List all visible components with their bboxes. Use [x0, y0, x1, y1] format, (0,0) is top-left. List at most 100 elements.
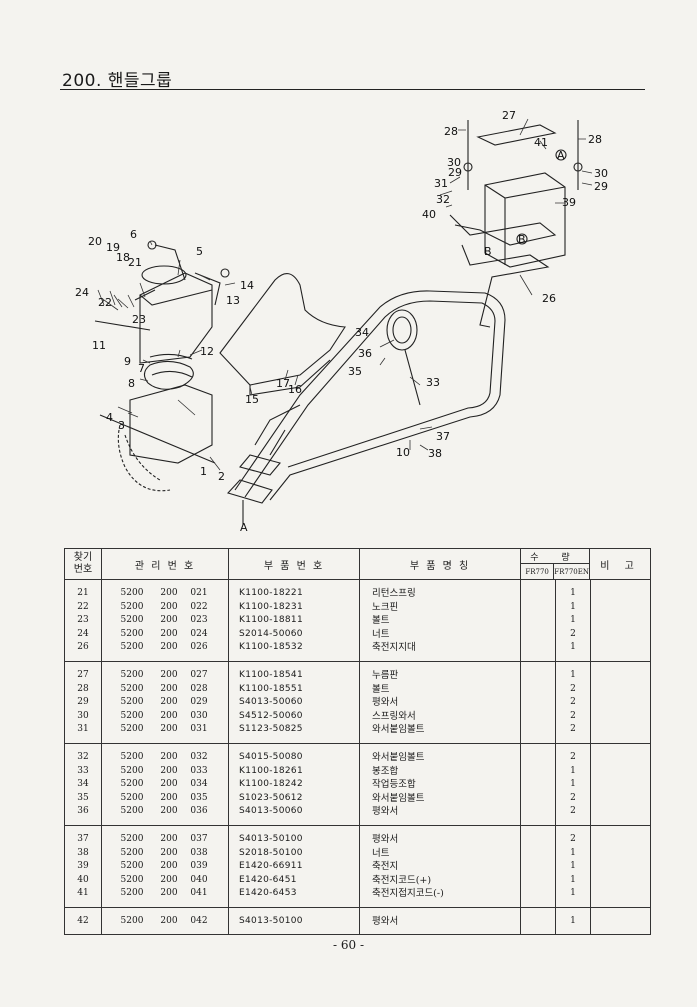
cell-part-no: S4015-50080	[239, 751, 303, 762]
cell-part-name: 봉조합	[372, 765, 399, 777]
cell-mgmt-prefix: 5200	[120, 697, 144, 708]
callout-29-left: 29	[448, 166, 462, 179]
cell-qty-fr770en: 1	[570, 588, 576, 598]
cell-qty-fr770	[521, 587, 555, 601]
cell-mgmt-item: 029	[190, 697, 208, 708]
cell-mgmt-item: 023	[190, 615, 208, 626]
cell-mgmt-group: 200	[160, 724, 178, 735]
cell-part-name: 평와서	[372, 697, 399, 709]
cell-remarks	[591, 860, 650, 874]
cell-part-no: K1100-18811	[239, 615, 303, 626]
cell-mgmt-group: 200	[160, 601, 178, 612]
cell-qty-fr770en: 2	[570, 833, 576, 844]
cell-remarks	[591, 765, 650, 779]
cell-mgmt-prefix: 5200	[120, 628, 144, 639]
callout-5: 5	[196, 245, 203, 258]
page-title: 200. 핸들그룹	[62, 71, 173, 91]
cell-mgmt-prefix: 5200	[120, 683, 144, 694]
cell-ref-no: 28	[77, 683, 89, 694]
cell-part-name: 작업등조합	[372, 779, 416, 791]
title-rule	[60, 89, 645, 90]
cell-part-no: K1100-18261	[239, 765, 303, 776]
cell-mgmt-prefix: 5200	[120, 861, 144, 872]
callout-15: 15	[245, 393, 259, 406]
callout-3: 3	[118, 419, 125, 432]
cell-qty-fr770	[521, 723, 555, 737]
handle-base	[226, 454, 281, 504]
cell-remarks	[591, 723, 650, 737]
cell-part-no: S4013-50100	[239, 915, 303, 926]
cell-qty-fr770en: 2	[570, 697, 576, 708]
cell-remarks	[591, 683, 650, 697]
cell-part-name: 축전지	[372, 861, 399, 873]
cell-mgmt-prefix: 5200	[120, 765, 144, 776]
cell-qty-fr770	[521, 860, 555, 874]
callout-24: 24	[75, 286, 89, 299]
cell-mgmt-group: 200	[160, 915, 178, 926]
cell-qty-fr770	[521, 710, 555, 724]
callout-27: 27	[502, 109, 516, 122]
callout-40: 40	[422, 208, 436, 221]
cell-mgmt-item: 021	[190, 588, 208, 598]
cell-ref-no: 30	[77, 710, 89, 721]
header-remarks: 비 고	[600, 560, 640, 572]
cell-part-no: S4013-50060	[239, 697, 303, 708]
cell-mgmt-item: 034	[190, 779, 208, 790]
battery-bracket	[461, 244, 550, 328]
cell-mgmt-group: 200	[160, 683, 178, 694]
cell-mgmt-item: 028	[190, 683, 208, 694]
cell-part-no: E1420-66911	[239, 861, 303, 872]
cell-qty-fr770en: 1	[570, 847, 576, 858]
cell-qty-fr770en: 1	[570, 779, 576, 790]
cell-mgmt-no: 5200 200 028	[102, 683, 228, 697]
cell-mgmt-group: 200	[160, 833, 178, 844]
cell-remarks	[591, 710, 650, 724]
cell-qty-fr770en: 1	[570, 861, 576, 872]
cell-part-no: K1100-18221	[239, 588, 303, 598]
cell-mgmt-group: 200	[160, 628, 178, 639]
callout-19: 19	[106, 241, 120, 254]
cell-part-name: 축전지접지코드(-)	[372, 888, 444, 900]
cell-part-no: K1100-18541	[239, 669, 303, 680]
cell-qty-fr770en: 2	[570, 724, 576, 735]
cell-mgmt-group: 200	[160, 697, 178, 708]
cell-mgmt-item: 041	[190, 888, 208, 899]
cell-qty-fr770	[521, 915, 555, 929]
cell-mgmt-prefix: 5200	[120, 779, 144, 790]
cell-qty-fr770	[521, 641, 555, 655]
cell-part-no: S4512-50060	[239, 710, 303, 721]
cell-part-name: 평와서	[372, 806, 399, 818]
handle-cover	[219, 273, 346, 386]
cell-mgmt-prefix: 5200	[120, 792, 144, 803]
cell-mgmt-item: 035	[190, 792, 208, 803]
cell-mgmt-group: 200	[160, 588, 178, 598]
cell-qty-fr770en: 1	[570, 615, 576, 626]
cell-mgmt-item: 032	[190, 751, 208, 762]
cell-part-name: 너트	[372, 847, 390, 859]
cell-qty-fr770	[521, 833, 555, 847]
cell-qty-fr770en: 2	[570, 792, 576, 803]
callout-13: 13	[226, 294, 240, 307]
cell-mgmt-group: 200	[160, 874, 178, 885]
callout-10: 10	[396, 446, 410, 459]
cell-mgmt-item: 039	[190, 861, 208, 872]
work-light	[386, 309, 418, 351]
marker-b-left: B	[484, 245, 492, 258]
cell-remarks	[591, 805, 650, 819]
cell-ref-no: 29	[77, 697, 89, 708]
callout-17: 17	[276, 377, 290, 390]
cell-remarks	[591, 601, 650, 615]
cell-remarks	[591, 628, 650, 642]
cell-part-name: 와서붙임볼트	[372, 751, 425, 763]
cell-ref-no: 21	[77, 588, 89, 598]
